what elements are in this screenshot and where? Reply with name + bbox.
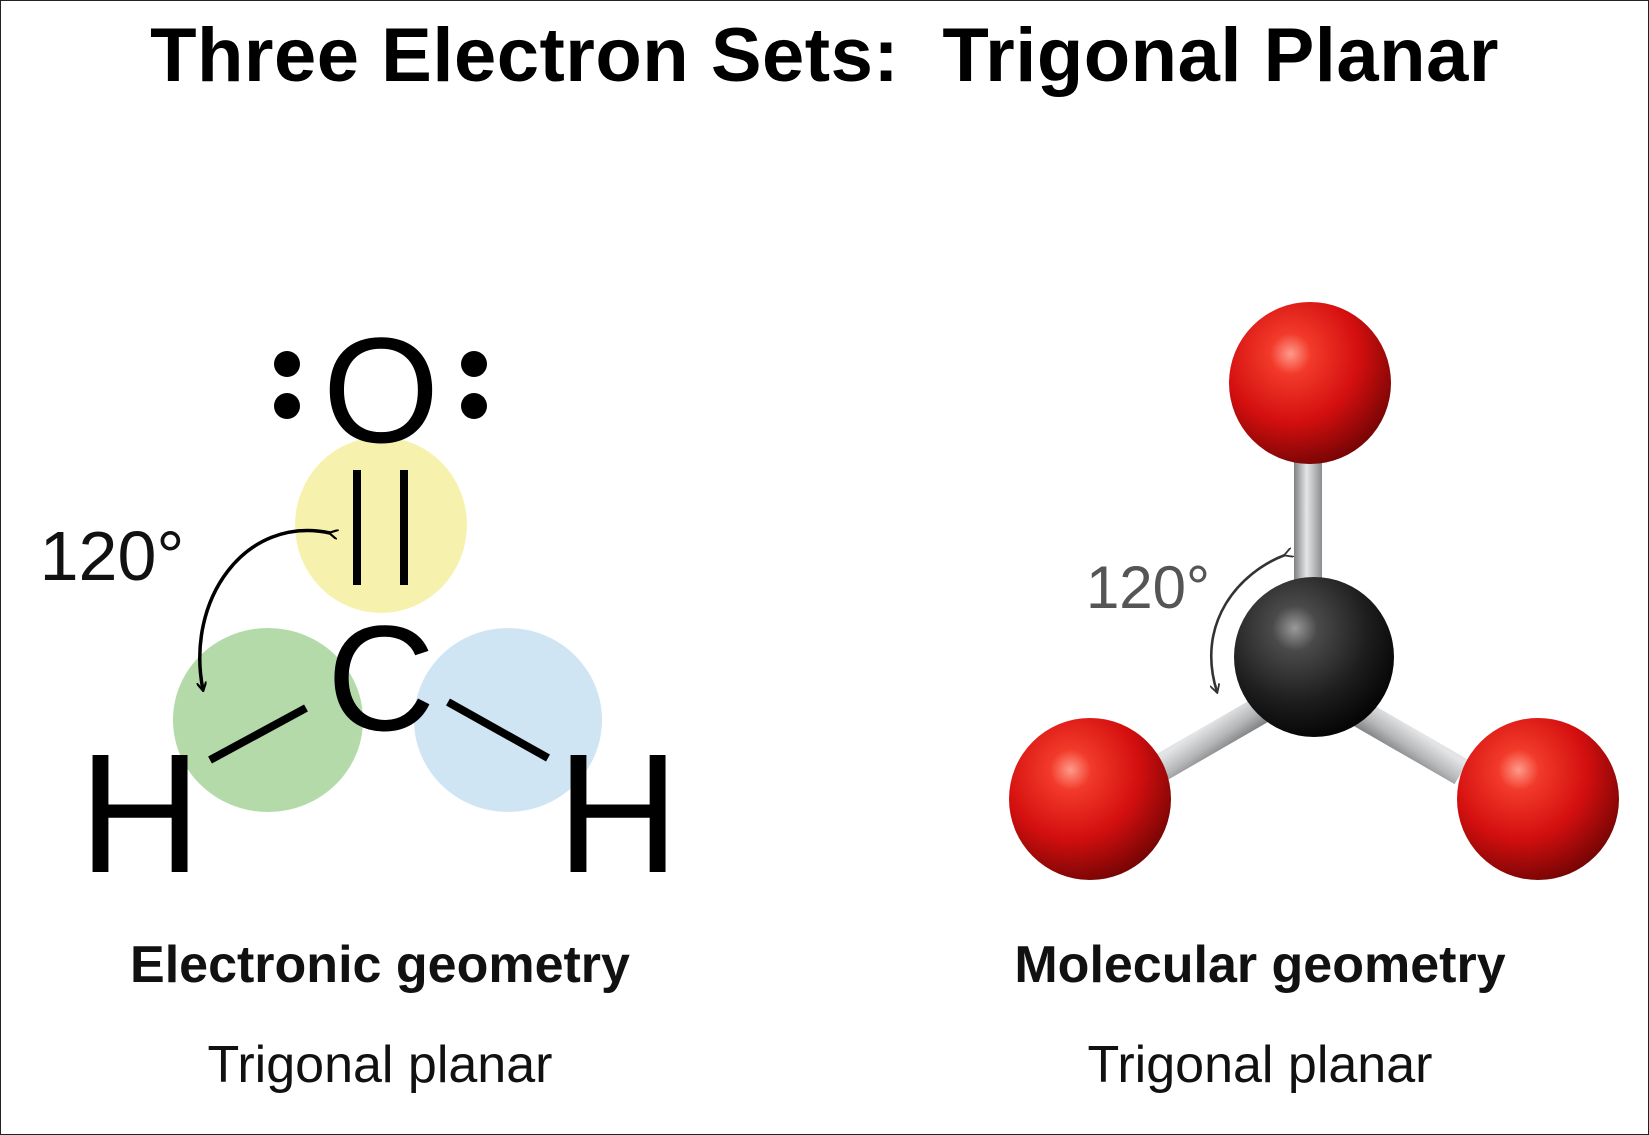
angle-arrow: [200, 531, 330, 690]
lone-pair-dot: [461, 351, 487, 377]
model-angle-label: 120°: [1086, 554, 1210, 621]
lone-pair-dot: [274, 393, 300, 419]
central-atom: [1234, 577, 1394, 737]
lewis-angle-label: 120°: [40, 517, 185, 595]
oxygen-atom-label: O: [323, 306, 440, 474]
hydrogen-right-label: H: [557, 719, 680, 909]
page-title: Three Electron Sets: Trigonal Planar: [150, 13, 1499, 98]
ball-and-stick-model: 120°: [1009, 302, 1619, 880]
left-outer-atom: [1009, 718, 1171, 880]
electronic-geometry-heading: Electronic geometry: [130, 936, 630, 994]
top-outer-atom: [1229, 302, 1391, 464]
electronic-geometry-value: Trigonal planar: [207, 1036, 553, 1094]
hydrogen-left-label: H: [79, 719, 202, 909]
lone-pair-dot: [274, 351, 300, 377]
model-angle-arrow: [1211, 555, 1285, 692]
left-single-bond: [208, 704, 308, 764]
right-bond-domain: [414, 628, 602, 812]
molecular-geometry-heading: Molecular geometry: [1014, 936, 1506, 994]
lone-pair-dot: [461, 393, 487, 419]
right-single-bond: [446, 698, 550, 762]
lewis-structure: O C H H 120°: [40, 306, 680, 909]
molecular-geometry-value: Trigonal planar: [1087, 1036, 1433, 1094]
right-outer-atom: [1457, 718, 1619, 880]
carbon-atom-label: C: [327, 594, 435, 762]
